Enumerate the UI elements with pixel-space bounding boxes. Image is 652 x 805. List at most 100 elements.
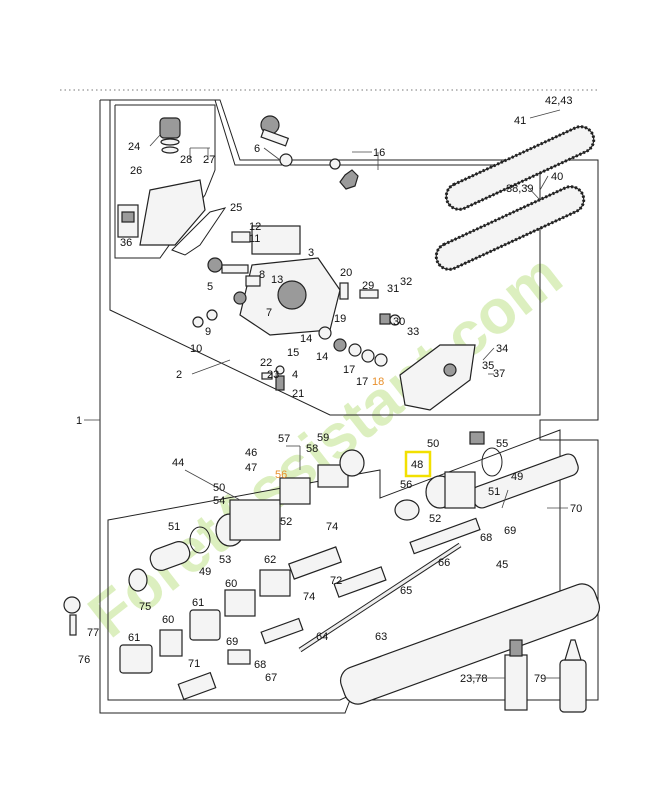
highlight-box-48: [404, 450, 432, 478]
callout-67: 67: [265, 672, 277, 684]
callout-68a: 68: [254, 659, 266, 671]
callout-50a: 50: [213, 482, 225, 494]
callout-52a: 52: [280, 516, 292, 528]
sprocket: [329, 158, 359, 190]
callout-10: 10: [190, 343, 202, 355]
shaft-box: [107, 429, 561, 701]
callout-33: 33: [407, 326, 419, 338]
callout-23-78: 23,78: [460, 673, 488, 685]
callout-57: 57: [278, 433, 290, 445]
callout-51a: 51: [168, 521, 180, 533]
oil-filler-cap: [159, 117, 181, 154]
callout-49b: 49: [511, 471, 523, 483]
callout-56a: 56: [275, 469, 287, 481]
callout-53: 53: [219, 554, 231, 566]
callout-35: 35: [482, 360, 494, 372]
callout-42-43: 42,43: [545, 95, 573, 107]
callout-8: 8: [259, 269, 265, 281]
callout-9: 9: [205, 326, 211, 338]
callout-55: 55: [496, 438, 508, 450]
oil-tank: [117, 179, 206, 246]
callout-62: 62: [264, 554, 276, 566]
callout-30: 30: [393, 316, 405, 328]
callout-22: 22: [260, 357, 272, 369]
callout-51b: 51: [488, 486, 500, 498]
callout-36: 36: [120, 237, 132, 249]
gear-housing: [231, 225, 341, 336]
callout-45: 45: [496, 559, 508, 571]
callout-14b: 14: [316, 351, 328, 363]
callout-52b: 52: [429, 513, 441, 525]
callout-64: 64: [316, 631, 328, 643]
drive-shafts: [288, 517, 481, 653]
callout-54: 54: [213, 495, 225, 507]
callout-14a: 14: [300, 333, 312, 345]
callout-16: 16: [373, 147, 385, 159]
callout-15: 15: [287, 347, 299, 359]
callout-48: 48: [411, 459, 423, 471]
gearhead-box: [109, 99, 541, 416]
callout-60a: 60: [225, 578, 237, 590]
leader-lines: [149, 109, 568, 679]
callout-6: 6: [254, 143, 260, 155]
callout-37: 37: [493, 368, 505, 380]
leader-2: [191, 359, 231, 375]
oil-bottle: [559, 639, 587, 713]
adjuster-parts: [318, 282, 401, 367]
callout-49a: 49: [199, 566, 211, 578]
callout-34: 34: [496, 343, 508, 355]
callout-75: 75: [139, 601, 151, 613]
callout-66: 66: [438, 557, 450, 569]
callout-13: 13: [271, 274, 283, 286]
outer-assembly-boundary: [99, 99, 599, 714]
callout-27: 27: [203, 154, 215, 166]
callout-4: 4: [292, 369, 298, 381]
callout-69b: 69: [504, 525, 516, 537]
callout-29: 29: [362, 280, 374, 292]
callout-60b: 60: [162, 614, 174, 626]
guide-bar-top: [444, 125, 596, 211]
callout-23: 23: [267, 369, 279, 381]
coupling-46: [189, 449, 365, 554]
callout-28: 28: [180, 154, 192, 166]
callout-46: 46: [245, 447, 257, 459]
grease-tube: [504, 639, 528, 711]
callout-65: 65: [400, 585, 412, 597]
callout-61b: 61: [128, 632, 140, 644]
harness-clip: [63, 596, 81, 636]
callout-70: 70: [570, 503, 582, 515]
callout-63: 63: [375, 631, 387, 643]
callout-24: 24: [128, 141, 140, 153]
callout-61a: 61: [192, 597, 204, 609]
callout-17a: 17: [343, 364, 355, 376]
filler-cap-box: [114, 104, 216, 259]
callout-25: 25: [230, 202, 242, 214]
callout-76: 76: [78, 654, 90, 666]
callout-44: 44: [172, 457, 184, 469]
callout-32: 32: [400, 276, 412, 288]
callout-12: 12: [249, 221, 261, 233]
callout-56b: 56: [400, 479, 412, 491]
callout-5: 5: [207, 281, 213, 293]
callout-26: 26: [130, 165, 142, 177]
callout-59: 59: [317, 432, 329, 444]
callout-40: 40: [551, 171, 563, 183]
callout-19: 19: [334, 313, 346, 325]
lower-shaft-parts: [119, 541, 304, 701]
callout-69a: 69: [226, 636, 238, 648]
callout-7: 7: [266, 307, 272, 319]
callout-71: 71: [188, 658, 200, 670]
gasket: [171, 207, 227, 256]
upper-shaft-tube: [339, 453, 601, 705]
callout-1: 1: [76, 415, 82, 427]
chain-cover: [399, 344, 476, 411]
callout-50b: 50: [427, 438, 439, 450]
drive-gear: [260, 115, 293, 167]
callout-77: 77: [87, 627, 99, 639]
callout-68b: 68: [480, 532, 492, 544]
callout-47: 47: [245, 462, 257, 474]
callout-2: 2: [176, 369, 182, 381]
callout-17b: 17: [356, 376, 368, 388]
callout-74a: 74: [326, 521, 338, 533]
